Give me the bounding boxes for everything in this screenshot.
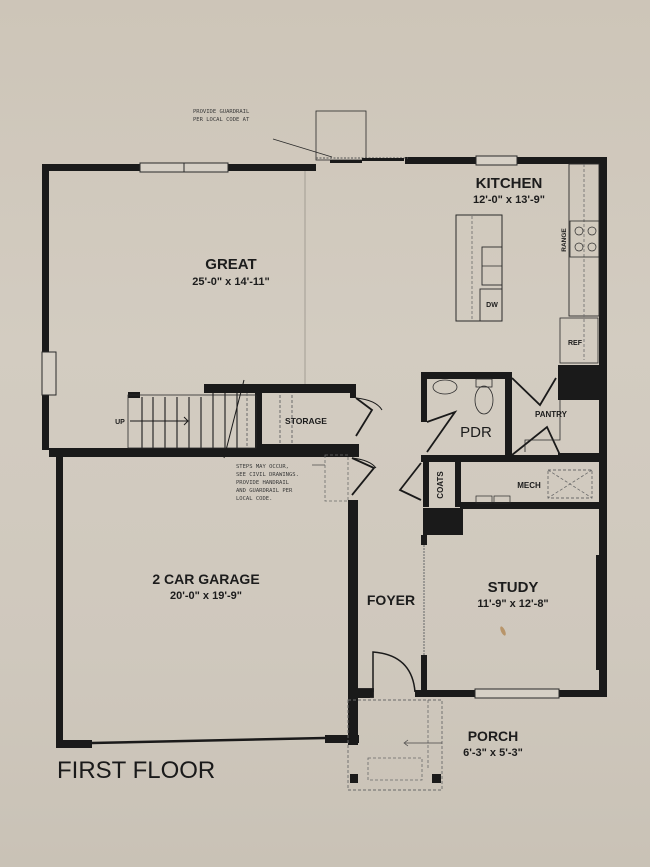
front-door — [372, 651, 416, 693]
pantry-door-lower — [511, 425, 561, 456]
room-label-foyer: FOYER — [367, 592, 415, 608]
svg-text:6'-3" x 5'-3": 6'-3" x 5'-3" — [463, 747, 523, 759]
pdr-door — [426, 410, 458, 453]
staircase: UP — [115, 379, 293, 459]
svg-text:20'-0" x 19'-9": 20'-0" x 19'-9" — [170, 590, 242, 602]
room-label-pdr: PDR — [460, 424, 492, 441]
kitchen-counter: RANGE REF — [559, 163, 600, 364]
refrigerator — [559, 317, 599, 364]
room-label-pantry: PANTRY — [535, 410, 568, 419]
svg-text:STEPS MAY OCCUR,: STEPS MAY OCCUR, — [236, 464, 289, 470]
range-label: RANGE — [561, 228, 568, 252]
garage-entry-door — [351, 457, 376, 496]
interior-walls — [49, 365, 602, 745]
svg-text:KITCHEN: KITCHEN — [476, 175, 543, 192]
pantry-shelf — [524, 400, 561, 452]
refrigerator-label: REF — [568, 340, 583, 347]
svg-text:PER LOCAL CODE AT: PER LOCAL CODE AT — [193, 117, 250, 123]
storage-label: STORAGE — [285, 416, 327, 426]
svg-text:25'-0" x 14'-11": 25'-0" x 14'-11" — [192, 276, 269, 288]
exterior-walls — [42, 157, 607, 748]
svg-text:2 CAR GARAGE: 2 CAR GARAGE — [152, 571, 259, 587]
window-kitchen-top — [475, 155, 518, 166]
svg-text:PORCH: PORCH — [468, 728, 519, 744]
stain-mark — [500, 626, 506, 636]
steps-note: STEPS MAY OCCUR, SEE CIVIL DRAWINGS. PRO… — [236, 454, 349, 502]
pdr-fixtures — [432, 378, 494, 415]
coats-door — [398, 462, 422, 501]
room-label-mech: MECH — [517, 481, 541, 490]
doors — [351, 377, 561, 698]
pantry-door-upper — [511, 377, 557, 407]
window-great-left — [41, 351, 57, 396]
deck-outline — [315, 110, 367, 161]
window-great-top-2 — [183, 162, 229, 173]
svg-text:AND GUARDRAIL PER: AND GUARDRAIL PER — [236, 488, 293, 494]
svg-text:STUDY: STUDY — [488, 579, 539, 596]
room-label-study: STUDY 11'-9" x 12'-8" — [477, 579, 548, 610]
window-great-top-1 — [139, 162, 185, 173]
svg-text:SEE CIVIL DRAWINGS.: SEE CIVIL DRAWINGS. — [236, 472, 299, 478]
stairs-up-label: UP — [115, 419, 125, 426]
guardrail-note: PROVIDE GUARDRAIL PER LOCAL CODE AT — [193, 109, 333, 158]
svg-text:LOCAL CODE.: LOCAL CODE. — [236, 496, 272, 502]
kitchen-island: DW — [455, 214, 503, 322]
svg-text:11'-9" x 12'-8": 11'-9" x 12'-8" — [477, 598, 548, 610]
room-label-coats: COATS — [436, 471, 445, 499]
room-label-garage: 2 CAR GARAGE 20'-0" x 19'-9" — [152, 571, 259, 602]
toilet-icon — [474, 385, 494, 415]
porch-structure — [347, 699, 443, 791]
room-label-kitchen: KITCHEN 12'-0" x 13'-9" — [473, 175, 545, 206]
sliding-door — [316, 157, 408, 163]
svg-text:PROVIDE HANDRAIL: PROVIDE HANDRAIL — [236, 480, 290, 486]
floor-title: FIRST FLOOR — [57, 757, 215, 784]
svg-text:PROVIDE GUARDRAIL: PROVIDE GUARDRAIL — [193, 109, 250, 115]
dishwasher-label: DW — [486, 302, 498, 309]
svg-text:12'-0" x 13'-9": 12'-0" x 13'-9" — [473, 194, 545, 206]
room-label-great: GREAT 25'-0" x 14'-11" — [192, 256, 269, 288]
storage-door — [355, 397, 374, 437]
sink-icon — [432, 379, 458, 395]
room-label-porch: PORCH 6'-3" x 5'-3" — [463, 728, 523, 759]
mech-unit — [475, 469, 593, 504]
window-study-bottom — [474, 688, 560, 699]
svg-text:GREAT: GREAT — [205, 256, 256, 273]
windows — [41, 155, 560, 699]
